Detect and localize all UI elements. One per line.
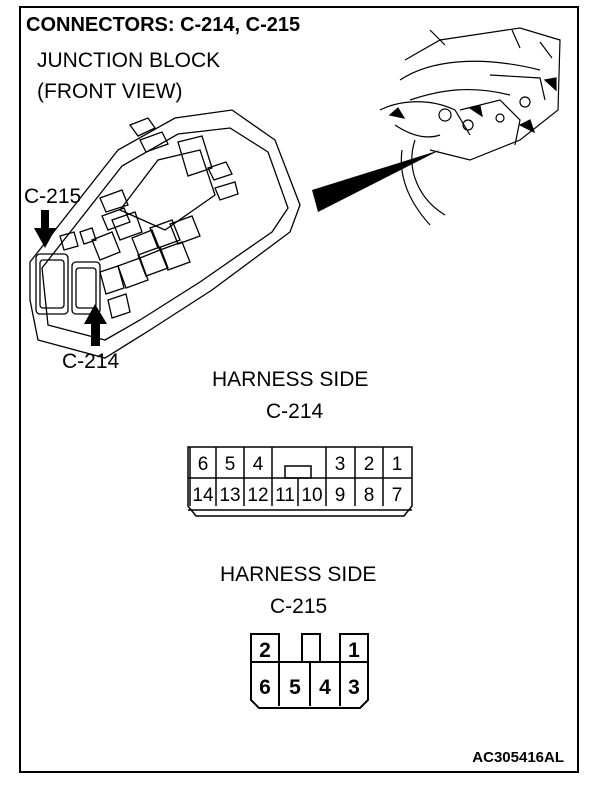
c214-callout: C-214: [62, 350, 120, 373]
c215-pin: 4: [319, 676, 331, 699]
figure-code: AC305416AL: [472, 749, 564, 766]
c215-connector-face: [250, 633, 369, 709]
c215-pin: 5: [289, 676, 301, 699]
c214-pin: 12: [247, 485, 268, 506]
c215-callout: C-215: [24, 185, 81, 208]
c214-name: C-214: [266, 400, 324, 423]
c214-pin: 13: [219, 485, 240, 506]
c214-pin: 14: [192, 485, 214, 506]
diagram-frame: [19, 6, 579, 773]
c214-pin: 2: [364, 454, 375, 475]
c215-heading: HARNESS SIDE: [220, 563, 377, 586]
c214-pin: 4: [253, 454, 264, 475]
c215-pin-labels: 2 1 6 5 4 3: [259, 639, 360, 699]
junction-block-label: JUNCTION BLOCK: [37, 49, 221, 72]
c214-pin: 3: [335, 454, 346, 475]
c214-pin: 11: [275, 485, 295, 506]
c215-name: C-215: [270, 595, 328, 618]
c214-pin: 1: [392, 454, 403, 475]
c214-heading: HARNESS SIDE: [212, 368, 369, 391]
c214-pin: 6: [198, 454, 209, 475]
c214-pin: 8: [364, 485, 375, 506]
c215-pin: 3: [348, 676, 360, 699]
c214-connector-face: [187, 446, 413, 517]
c214-pin: 7: [392, 485, 403, 506]
c215-arrow: [34, 210, 56, 248]
vehicle-dash-sketch: [379, 27, 561, 226]
c214-pin: 9: [335, 485, 346, 506]
c215-pin: 2: [259, 639, 271, 662]
c214-pin: 10: [301, 485, 322, 506]
c215-pin: 6: [259, 676, 271, 699]
c215-pin: 1: [348, 639, 360, 662]
front-view-label: (FRONT VIEW): [37, 80, 183, 103]
pointer-wedge: [312, 150, 440, 212]
page-title: CONNECTORS: C-214, C-215: [26, 14, 301, 36]
c214-pin: 5: [225, 454, 236, 475]
junction-block-drawing: [29, 109, 301, 359]
c214-pin-labels: 6 5 4 3 2 1 14 13 12 11 10 9 8 7: [192, 454, 402, 506]
c214-arrow: [84, 304, 107, 346]
